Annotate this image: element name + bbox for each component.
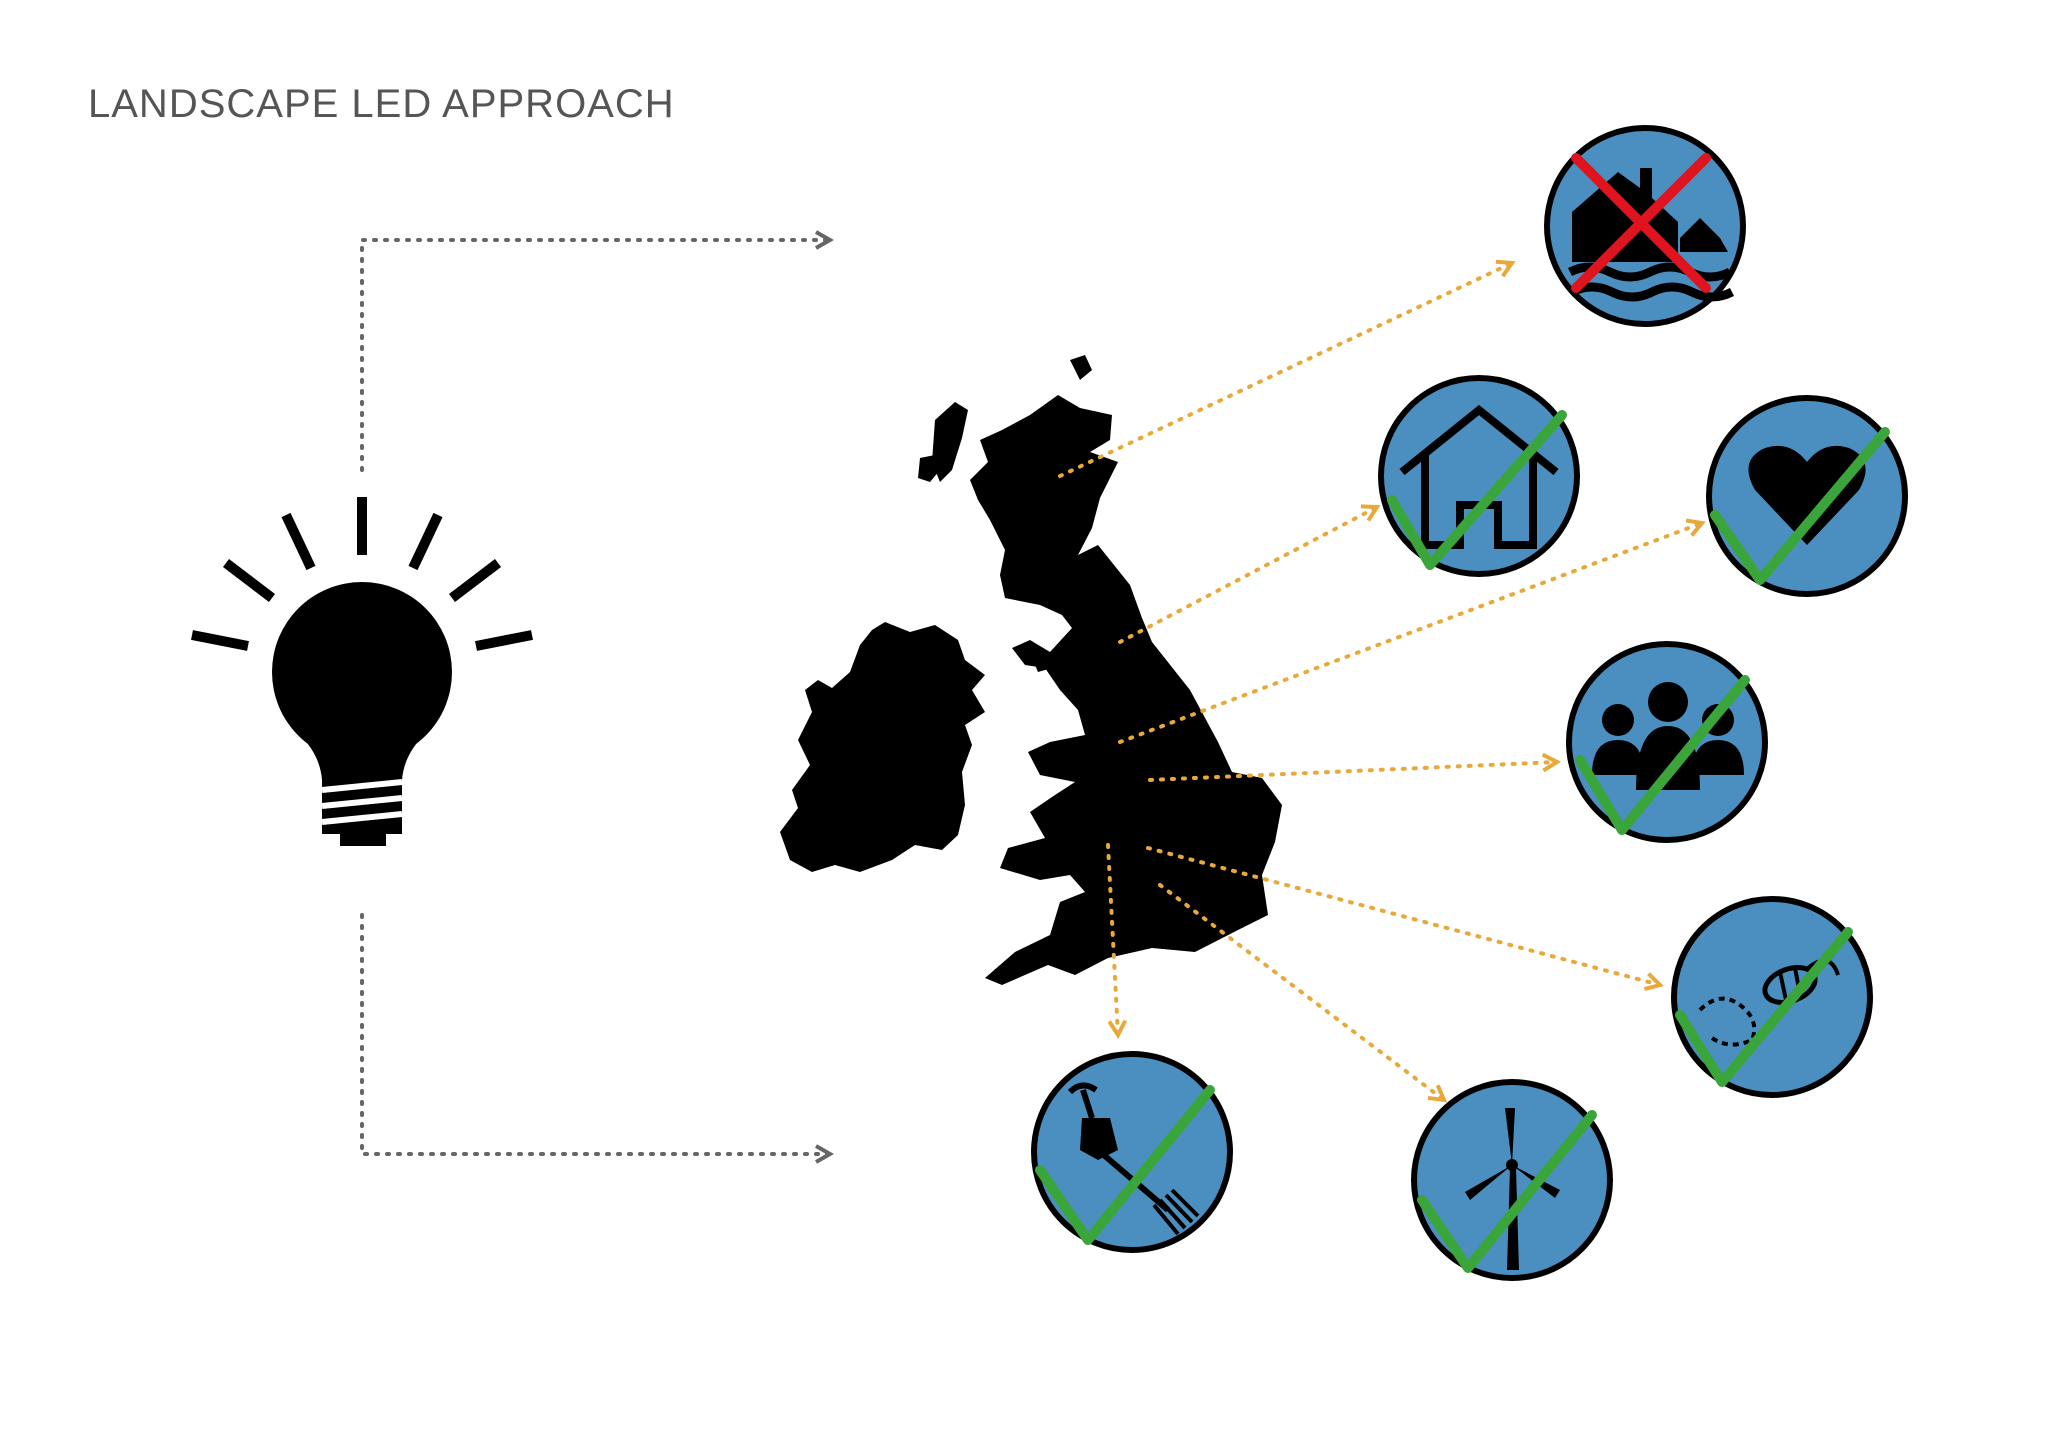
impact-arrows — [1058, 259, 1706, 1103]
check-icon — [1675, 927, 1853, 1087]
page-title: LANDSCAPE LED APPROACH — [88, 82, 675, 126]
spade-fork-icon — [1031, 1051, 1233, 1253]
ireland-shape — [780, 622, 985, 872]
top-connector — [360, 230, 835, 472]
arrow-to-flooded-house — [1058, 259, 1516, 478]
arrow-to-house — [1118, 504, 1381, 644]
bee-icon — [1671, 896, 1873, 1098]
shetland-island — [1070, 355, 1092, 380]
uk-ireland-map — [780, 355, 1282, 985]
check-icon — [1387, 410, 1567, 570]
scottish-island-1 — [932, 402, 968, 482]
bulb-connectors — [360, 230, 835, 1164]
check-icon — [1035, 1085, 1215, 1245]
check-icon — [1575, 675, 1750, 835]
great-britain-shape — [970, 395, 1282, 985]
bottom-connector — [360, 913, 835, 1164]
wind-turbine-icon — [1411, 1079, 1613, 1281]
arrow-to-heart — [1118, 518, 1706, 744]
arrow-to-spade-fork — [1106, 843, 1128, 1040]
light-bulb-icon — [191, 497, 533, 846]
arrow-to-community — [1148, 752, 1562, 782]
house-icon — [1378, 375, 1580, 577]
arrow-to-wind-turbine — [1158, 883, 1448, 1103]
anglesey-island — [1032, 652, 1052, 672]
community-people-icon — [1566, 641, 1768, 843]
flooded-house-icon — [1544, 125, 1746, 327]
cross-icon — [1571, 153, 1711, 293]
check-icon — [1417, 1110, 1597, 1273]
arrow-to-bee — [1146, 846, 1664, 992]
heart-icon — [1706, 395, 1908, 597]
scottish-island-2 — [918, 455, 940, 482]
check-icon — [1710, 427, 1890, 585]
